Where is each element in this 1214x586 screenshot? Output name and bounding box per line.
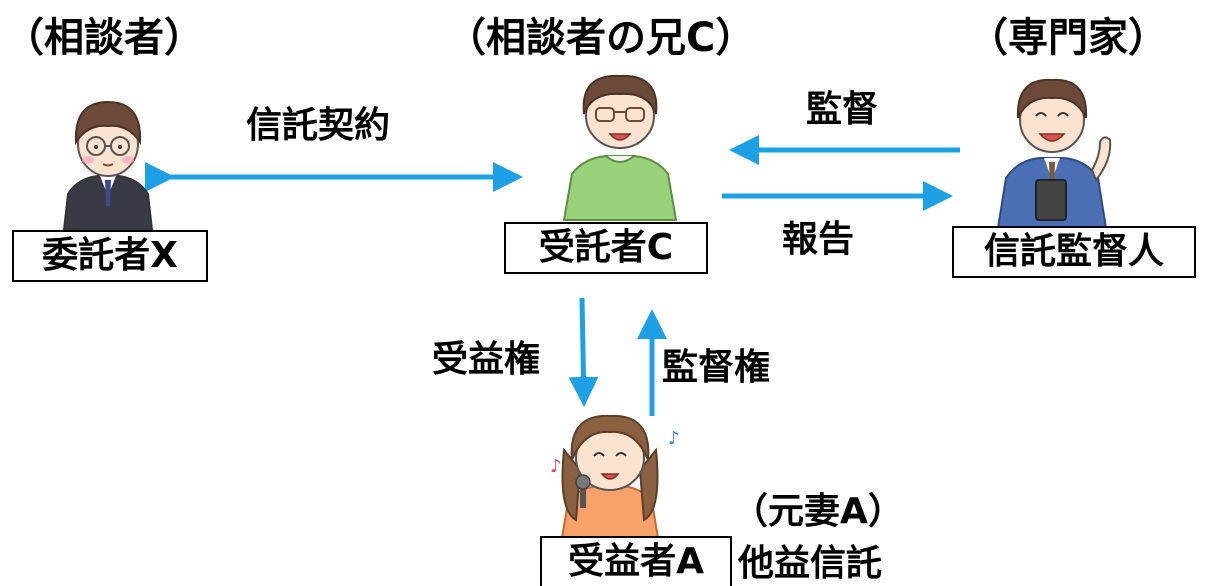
label-supervision-right: 監督権 (662, 347, 771, 388)
trustee-label: 受託者C (538, 227, 674, 268)
box-beneficiary: 受益者A (540, 536, 732, 586)
svg-text:♪: ♪ (668, 428, 680, 449)
label-trust-contract: 信託契約 (246, 105, 391, 146)
heading-brother: （相談者の兄C） (446, 15, 756, 61)
settlor-label: 委託者X (42, 235, 178, 276)
heading-consultant: （相談者） (4, 15, 204, 61)
note-ex-wife: （元妻A） (732, 491, 904, 532)
heading-expert: （専門家） (968, 15, 1168, 61)
box-trustee: 受託者C (504, 222, 708, 274)
label-beneficial-right: 受益権 (432, 339, 541, 380)
box-settlor: 委託者X (12, 230, 208, 282)
box-supervisor: 信託監督人 (952, 226, 1196, 278)
supervisor-label: 信託監督人 (983, 231, 1164, 272)
beneficiary-label: 受益者A (568, 541, 704, 582)
label-report: 報告 (782, 219, 855, 260)
label-supervision: 監督 (806, 89, 879, 130)
arrow-beneficial-right (568, 297, 599, 407)
svg-text:♪: ♪ (550, 456, 562, 477)
note-third-party-trust: 他益信託 (738, 543, 883, 584)
